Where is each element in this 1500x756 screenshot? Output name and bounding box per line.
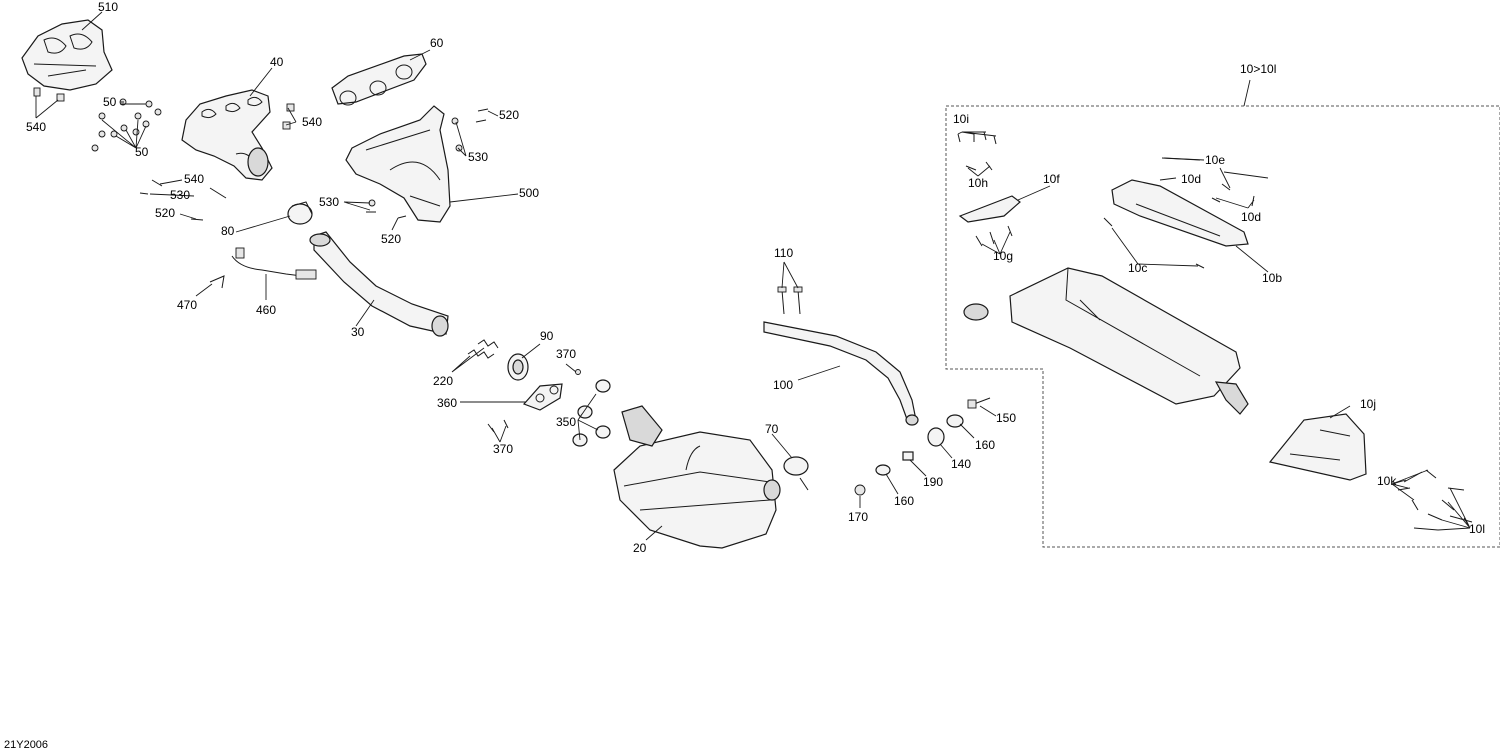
diagram-code: 21Y2006: [4, 739, 49, 751]
part-540-nut-b: [282, 103, 295, 130]
part-370-hardware: [487, 369, 581, 433]
kit-10-boundary: [945, 105, 1500, 548]
part-100-muffler-bracket: [763, 321, 919, 426]
callout-10h: 10h: [968, 176, 988, 190]
part-30-exhaust-pipe: [309, 231, 449, 337]
callout-10c: 10c: [1128, 261, 1147, 275]
callout-160-a: 160: [975, 438, 995, 452]
part-10b-silencer-body: [963, 267, 1249, 415]
callout-530-c: 530: [319, 195, 339, 209]
part-150-bolt: [967, 397, 991, 409]
part-140-bushing: [927, 427, 945, 447]
callout-50-a: 50: [103, 95, 117, 109]
part-40-exhaust-manifold: [181, 89, 273, 181]
callout-540-a: 540: [26, 120, 46, 134]
part-520-bolts: [139, 108, 489, 221]
callout-220: 220: [433, 374, 453, 388]
part-10j-end-cap: [1268, 413, 1367, 481]
callout-60: 60: [430, 36, 444, 50]
callout-10l: 10l: [1469, 522, 1485, 536]
callout-160-b: 160: [894, 494, 914, 508]
part-530-washers: [368, 117, 463, 207]
callout-470: 470: [177, 298, 197, 312]
callout-10e: 10e: [1205, 153, 1225, 167]
callout-30: 30: [351, 325, 365, 339]
callout-10-10l: 10>10l: [1240, 62, 1276, 76]
part-10f-heat-shield: [958, 195, 1021, 223]
part-500-heat-shield: [345, 105, 451, 223]
callout-520-c: 520: [381, 232, 401, 246]
part-170-nut: [854, 484, 866, 496]
callout-100: 100: [773, 378, 793, 392]
callout-510: 510: [98, 0, 118, 14]
callout-370-a: 370: [556, 347, 576, 361]
callout-10k: 10k: [1377, 474, 1397, 488]
callout-540-c: 540: [184, 172, 204, 186]
callout-460: 460: [256, 303, 276, 317]
callout-350: 350: [556, 415, 576, 429]
part-540-nut-a: [33, 87, 65, 102]
leader-lines: [35, 11, 1471, 541]
part-160-washers: [875, 414, 964, 476]
callout-10i: 10i: [953, 112, 969, 126]
callout-370-b: 370: [493, 442, 513, 456]
callout-10f: 10f: [1043, 172, 1060, 186]
callout-530-a: 530: [468, 150, 488, 164]
part-220-springs: [467, 339, 499, 359]
callout-360: 360: [437, 396, 457, 410]
callout-10d-b: 10d: [1241, 210, 1261, 224]
callout-50-b: 50: [135, 145, 149, 159]
callout-labels: 510 40 60 540 50 50 540 520 530 540 530 …: [26, 0, 1485, 555]
part-90-seal-ring: [507, 353, 529, 381]
part-70-clamp: [783, 456, 809, 491]
callout-170: 170: [848, 510, 868, 524]
callout-190: 190: [923, 475, 943, 489]
part-510-heat-shield: [21, 19, 113, 91]
callout-540-b: 540: [302, 115, 322, 129]
callout-10b: 10b: [1262, 271, 1282, 285]
part-10b-cover: [1111, 179, 1249, 247]
part-360-bracket: [522, 383, 563, 411]
callout-110: 110: [774, 246, 793, 260]
callout-20: 20: [633, 541, 647, 555]
callout-90: 90: [540, 329, 554, 343]
callout-150: 150: [996, 411, 1016, 425]
callout-10g: 10g: [993, 249, 1013, 263]
callout-80: 80: [221, 224, 235, 238]
callout-10d-a: 10d: [1181, 172, 1201, 186]
callout-520-a: 520: [499, 108, 519, 122]
callout-70: 70: [765, 422, 779, 436]
callout-140: 140: [951, 457, 971, 471]
callout-520-b: 520: [155, 206, 175, 220]
part-190-spacer: [902, 451, 914, 461]
callout-530-b: 530: [170, 188, 190, 202]
part-60-gasket: [331, 53, 427, 106]
part-110-bolts: [777, 286, 803, 315]
part-20-muffler: [613, 405, 781, 549]
part-50-studs: [91, 98, 162, 152]
part-80-sensor-boss: [287, 201, 313, 225]
callout-40: 40: [270, 55, 284, 69]
part-350-grommets: [572, 379, 611, 447]
callout-500: 500: [519, 186, 539, 200]
callout-10j: 10j: [1360, 397, 1376, 411]
part-460-oxygen-sensor: [209, 247, 317, 289]
